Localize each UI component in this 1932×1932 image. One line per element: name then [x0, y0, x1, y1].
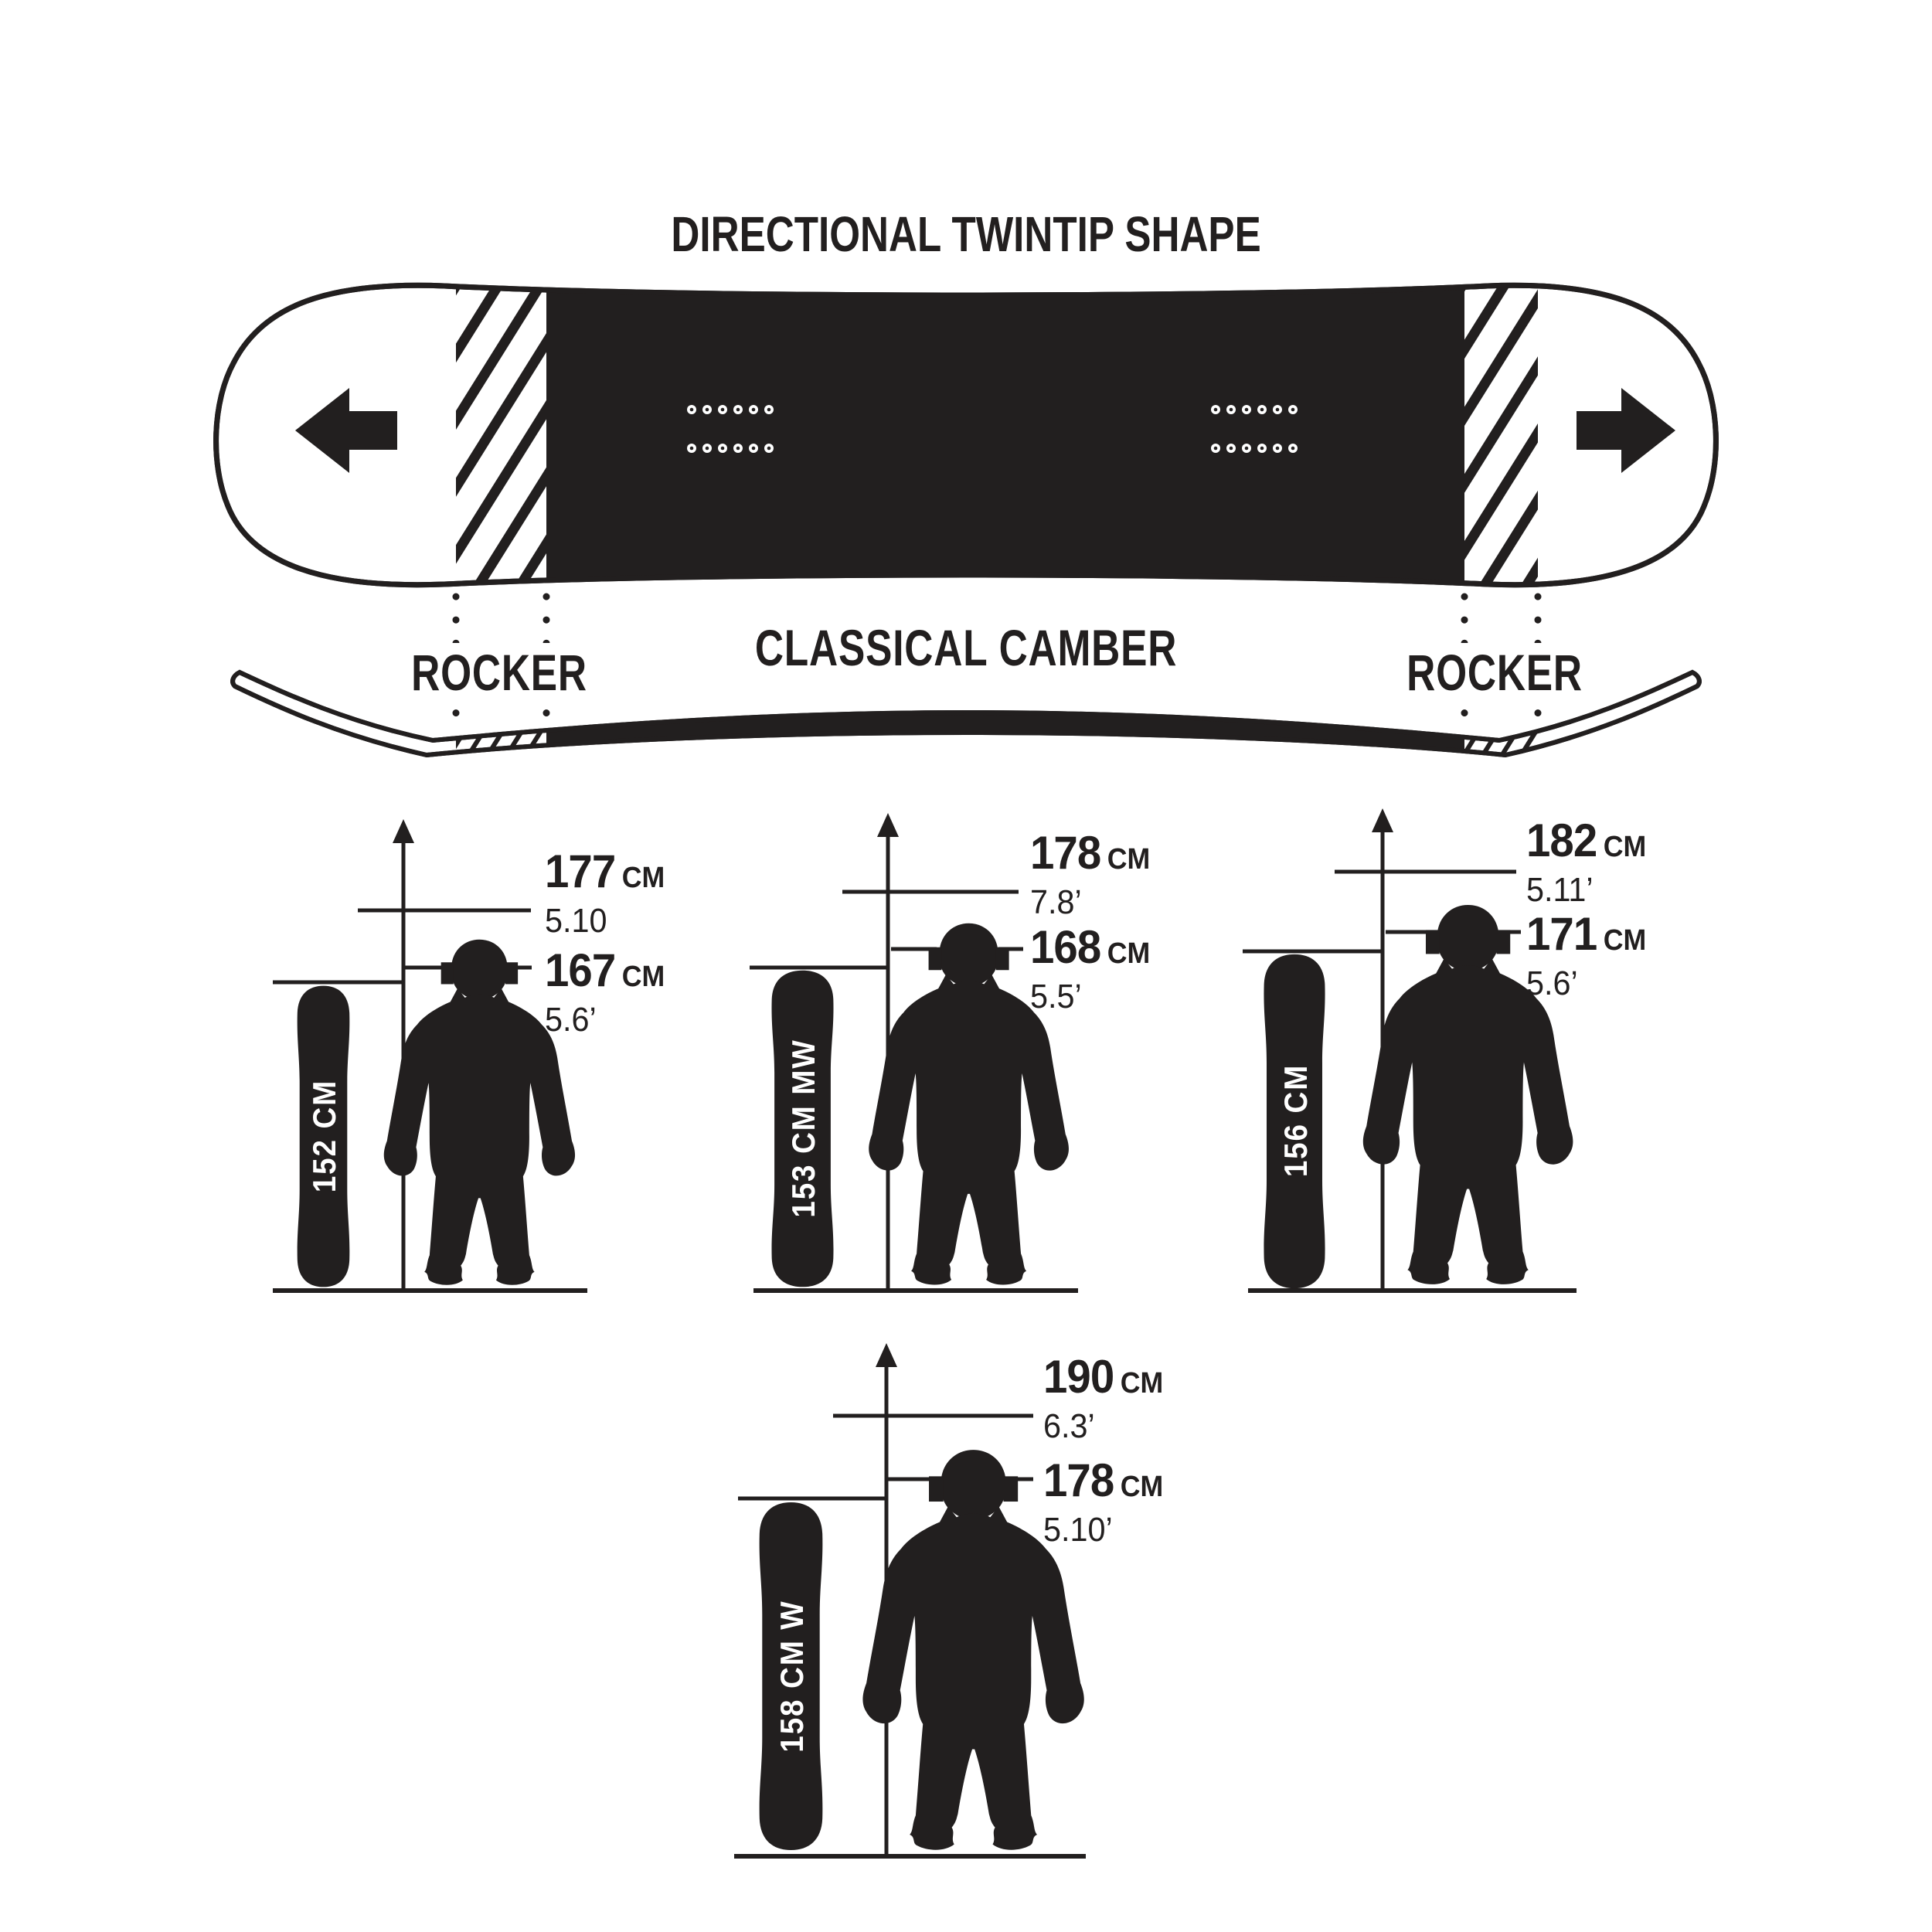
left-arrow-icon — [295, 388, 397, 473]
ruler-arrow-icon — [876, 1343, 897, 1367]
rocker-right-label: ROCKER — [1376, 643, 1614, 702]
size-group-156 — [1243, 808, 1577, 1293]
insert-dots-left — [687, 405, 774, 453]
rocker-left-label: ROCKER — [380, 643, 618, 702]
ruler-arrow-icon — [877, 813, 899, 837]
board-size-label: 153 CM MW — [785, 1039, 821, 1218]
size-group-152 — [273, 819, 587, 1293]
camber-label: CLASSICAL CAMBER — [689, 618, 1243, 677]
ruler-arrow-icon — [393, 819, 414, 843]
board-size-label: 158 CM W — [774, 1600, 810, 1753]
size-group-153 — [750, 813, 1078, 1293]
page-title: DIRECTIONAL TWINTIP SHAPE — [671, 206, 1261, 262]
size-group-158 — [734, 1343, 1086, 1859]
board-size-label: 156 CM — [1277, 1063, 1314, 1178]
right-arrow-icon — [1577, 388, 1675, 473]
board-size-label: 152 CM — [306, 1079, 342, 1193]
ruler-arrow-icon — [1372, 808, 1393, 832]
snowboard-top-view — [216, 285, 1716, 584]
insert-dots-right — [1211, 405, 1298, 453]
